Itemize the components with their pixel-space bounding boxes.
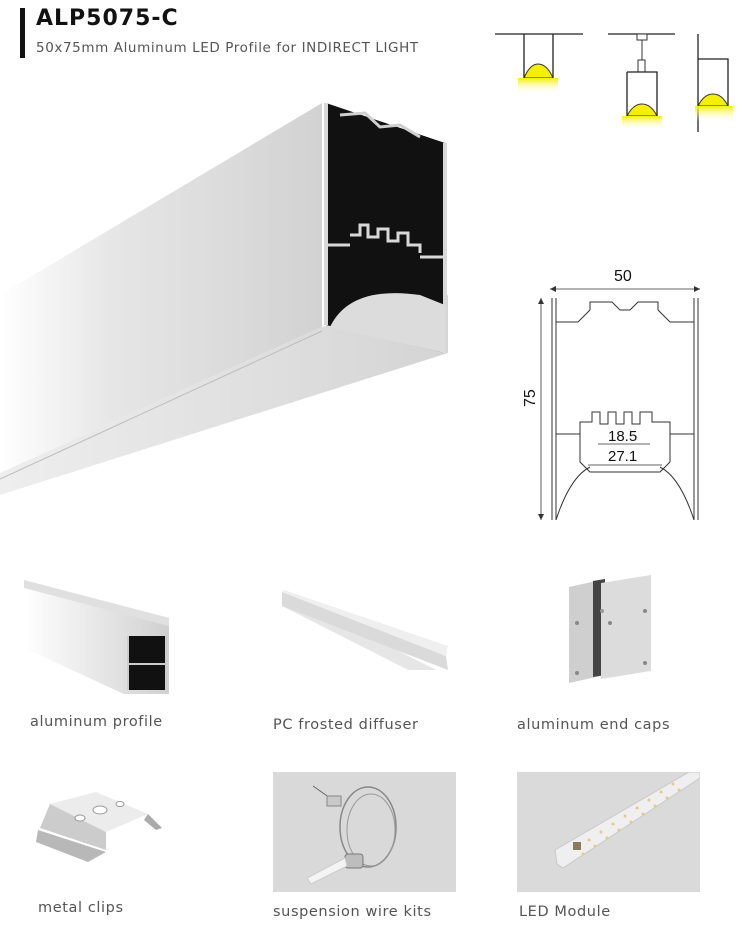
mounting-icons (495, 33, 733, 132)
caption-led-module: LED Module (519, 904, 611, 920)
diffuser-image (282, 590, 448, 670)
product-subtitle: 50x75mm Aluminum LED Profile for INDIREC… (36, 40, 419, 56)
dimension-drawing: 50 75 18.5 27.1 (520, 262, 720, 532)
height-dimension-label: 75 (522, 389, 539, 407)
aluminum-profile-image (24, 580, 169, 694)
width-dimension-label: 50 (614, 268, 632, 285)
led-module-photo (517, 772, 700, 892)
title-accent-bar (20, 8, 25, 58)
recessed-mount-icon (495, 33, 583, 94)
inner-width-label: 18.5 (608, 428, 638, 445)
outer-channel-label: 27.1 (608, 448, 638, 465)
caption-diffuser: PC frosted diffuser (273, 717, 419, 733)
suspension-wire-kit-photo (273, 772, 456, 892)
caption-metal-clips: metal clips (38, 900, 124, 916)
product-title: ALP5075-C (36, 6, 179, 31)
main-profile-render (0, 103, 448, 495)
pendant-mount-icon (608, 33, 675, 130)
caption-suspension-wire-kits: suspension wire kits (273, 904, 432, 920)
wall-mount-icon (695, 34, 733, 132)
metal-clips-image (36, 792, 162, 862)
end-caps-image (569, 575, 651, 683)
caption-end-caps: aluminum end caps (517, 717, 671, 733)
caption-aluminum-profile: aluminum profile (30, 714, 163, 730)
